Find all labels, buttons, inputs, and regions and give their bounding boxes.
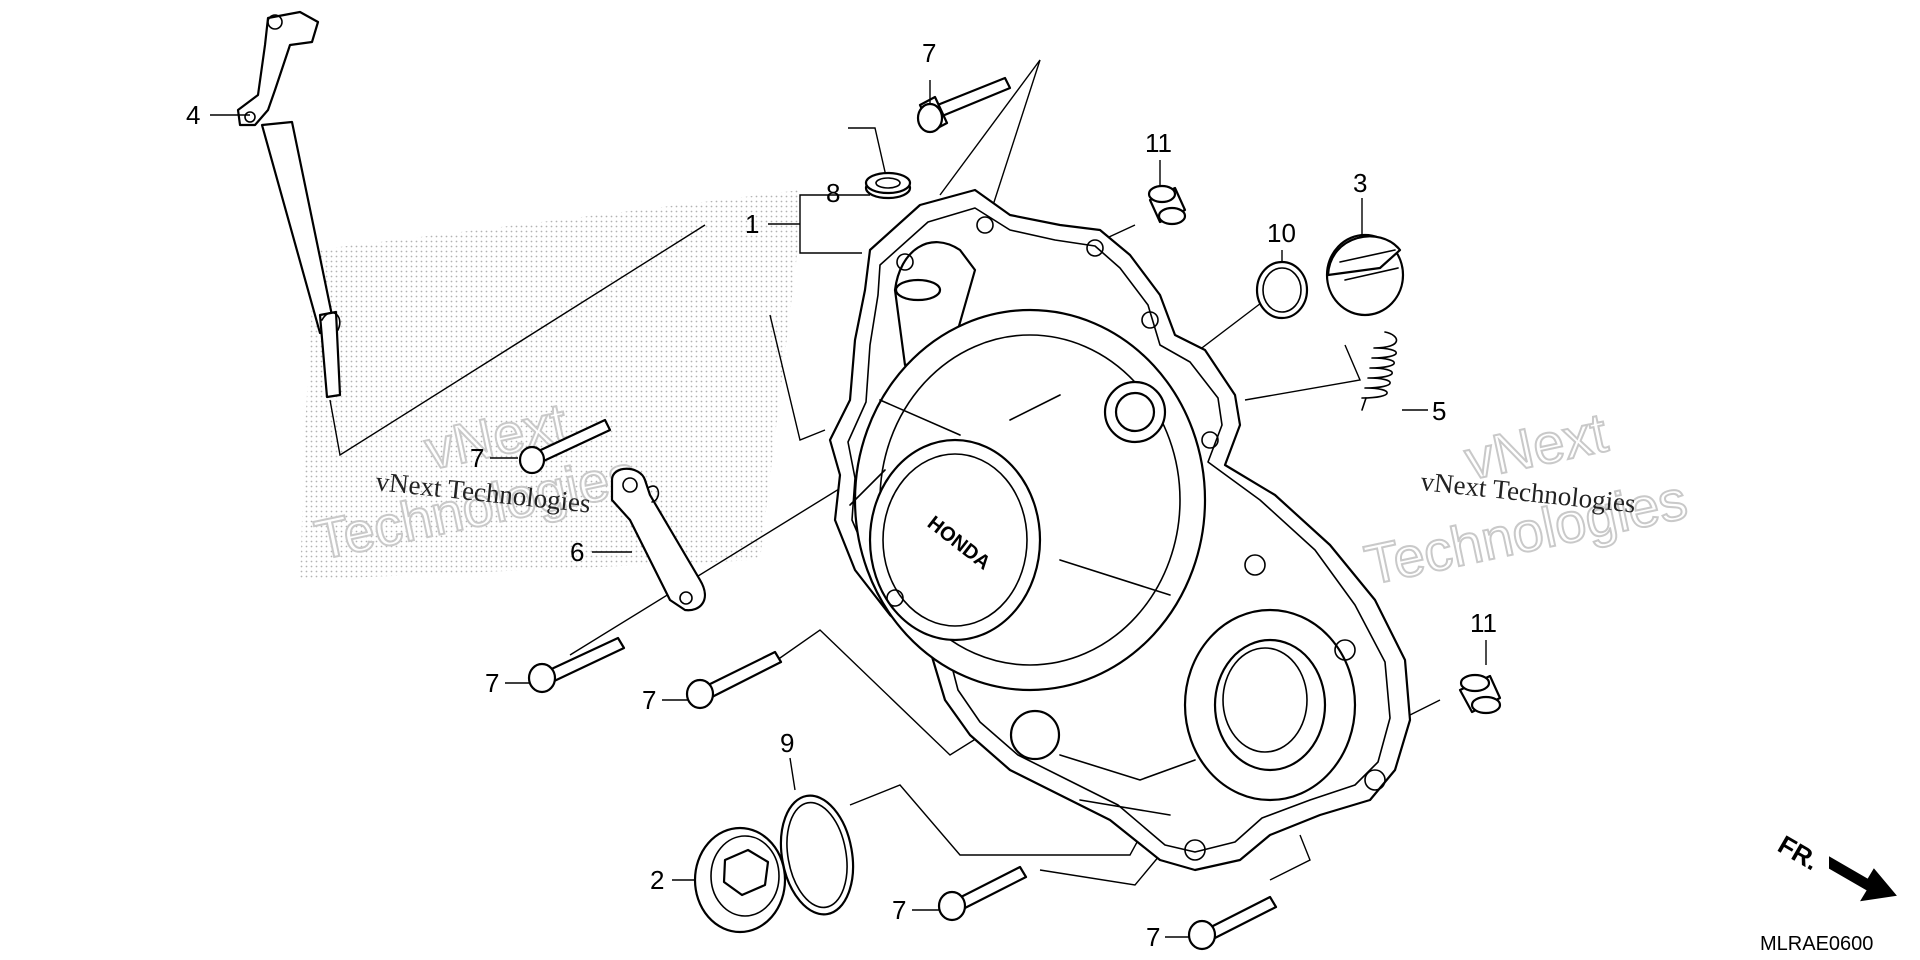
callout-3: 3	[1353, 168, 1367, 198]
part-7-bolt-bottom-right	[1187, 895, 1278, 951]
part-3-oil-filler-cap	[1325, 233, 1405, 317]
part-11-dowel-pin-top	[1147, 184, 1187, 226]
callout-4: 4	[186, 100, 200, 130]
part-7-bolt-left-upper	[518, 418, 612, 475]
callout-7-bottom-right: 7	[1146, 922, 1160, 952]
part-7-bolt-left	[527, 636, 626, 694]
diagram-code: MLRAE0600	[1760, 933, 1873, 955]
callout-11-top: 11	[1145, 128, 1172, 158]
callout-2: 2	[650, 865, 664, 895]
callout-7-mid: 7	[642, 685, 656, 715]
part-4-clutch-lifter-arm	[236, 10, 342, 399]
callout-5: 5	[1432, 396, 1446, 426]
part-9-o-ring	[779, 794, 855, 916]
callouts: 4 7 8 1 11 3 10 5 7 6 7 7 9	[186, 38, 1497, 952]
callout-7-left: 7	[485, 668, 499, 698]
part-5-spring	[1361, 331, 1398, 411]
callout-10: 10	[1267, 218, 1296, 248]
callout-6: 6	[570, 537, 584, 567]
callout-1: 1	[745, 209, 759, 239]
watermark-right: vNext Technologies vNext Technologies	[1358, 399, 1693, 597]
callout-8: 8	[826, 178, 840, 208]
watermark-dot-band	[300, 190, 800, 580]
callout-9: 9	[780, 728, 794, 758]
part-2-plug-cap	[693, 826, 787, 934]
part-7-bolt-bottom-mid	[937, 865, 1028, 922]
part-7-bolt-top	[916, 76, 1012, 134]
callout-7-bottom-mid: 7	[892, 895, 906, 925]
part-7-bolt-mid	[685, 650, 783, 710]
part-8-seal	[864, 171, 912, 200]
front-label: FR.	[1773, 829, 1824, 876]
part-10-o-ring	[1255, 260, 1309, 320]
part-1-clutch-cover: HONDA	[828, 188, 1412, 872]
callout-11-right: 11	[1470, 608, 1497, 638]
part-6-bracket	[610, 467, 706, 612]
front-arrow-icon	[1829, 856, 1897, 902]
callout-7-top: 7	[922, 38, 936, 68]
front-direction-indicator: FR.	[1773, 829, 1897, 902]
callout-7-left-upper: 7	[470, 443, 484, 473]
part-11-dowel-pin-right	[1458, 673, 1502, 715]
